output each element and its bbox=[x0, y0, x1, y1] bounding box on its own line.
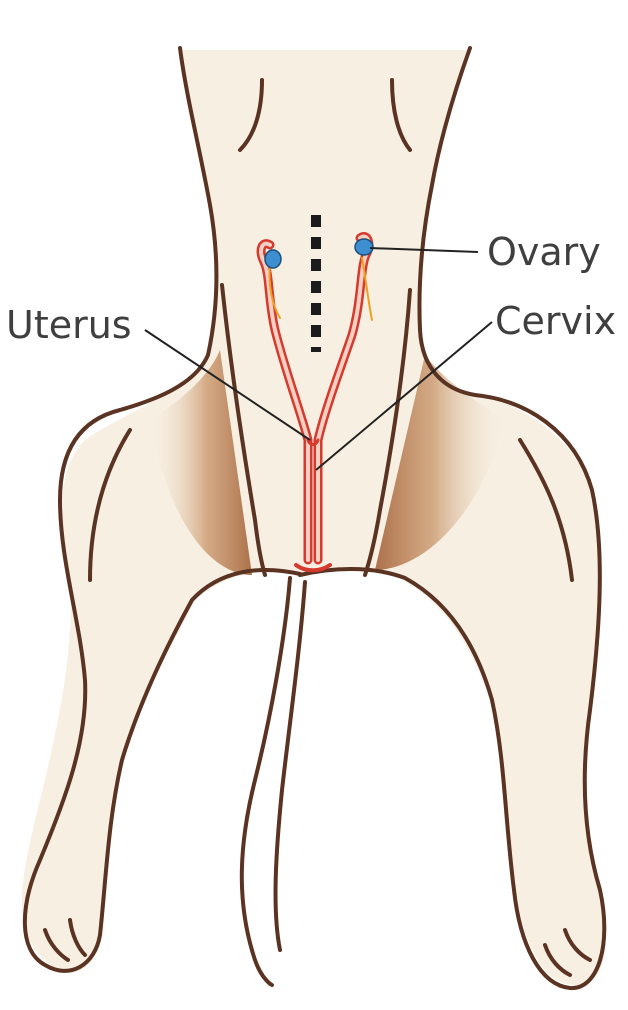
tail-inner bbox=[276, 582, 305, 950]
ovary-label: Ovary bbox=[487, 230, 601, 274]
right-ovary bbox=[355, 239, 373, 255]
cervix-label: Cervix bbox=[495, 299, 616, 343]
uterus-label: Uterus bbox=[6, 303, 132, 347]
left-ovary bbox=[265, 250, 281, 268]
